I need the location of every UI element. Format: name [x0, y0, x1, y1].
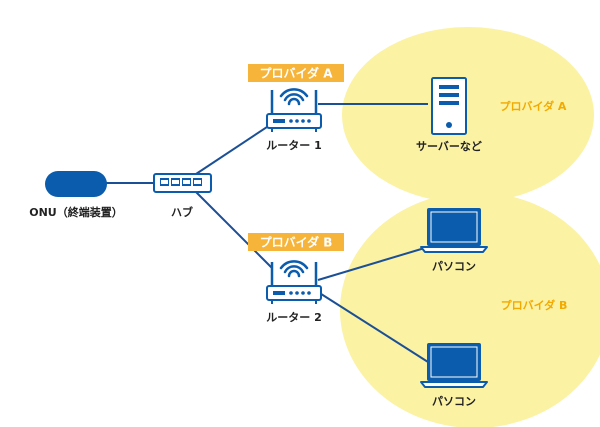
provider-a-zone [342, 27, 594, 203]
connections [104, 103, 429, 363]
router-1-label: ルーター 1 [266, 139, 321, 152]
hub-router1-link [195, 124, 271, 175]
server-icon [431, 77, 467, 135]
router2-pc1-link [317, 246, 429, 281]
provider-b-badge: プロバイダ B [248, 233, 344, 251]
hub-router2-link [195, 191, 273, 269]
hub-icon [153, 173, 212, 193]
pc-1-label: パソコン [432, 260, 476, 273]
provider-b-badge-label: プロバイダ B [260, 235, 333, 250]
provider-a-zone-label: プロバイダ A [500, 99, 567, 113]
onu-label: ONU（終端装置） [29, 205, 123, 219]
provider-a-badge-label: プロバイダ A [260, 66, 334, 81]
hub-label: ハブ [171, 205, 193, 219]
provider-b-zone-label: プロバイダ B [501, 298, 568, 312]
pc-2-label: パソコン [432, 395, 476, 408]
router-2-icon [266, 260, 322, 304]
provider-b-zone [340, 192, 600, 427]
provider-a-badge: プロバイダ A [248, 64, 344, 82]
router2-pc2-link [317, 291, 429, 363]
onu-icon [45, 171, 107, 197]
router-1-icon [266, 88, 322, 132]
laptop-2-icon [420, 343, 488, 388]
router-2-label: ルーター 2 [266, 311, 321, 324]
server-label: サーバーなど [416, 140, 482, 153]
laptop-1-icon [420, 208, 488, 253]
